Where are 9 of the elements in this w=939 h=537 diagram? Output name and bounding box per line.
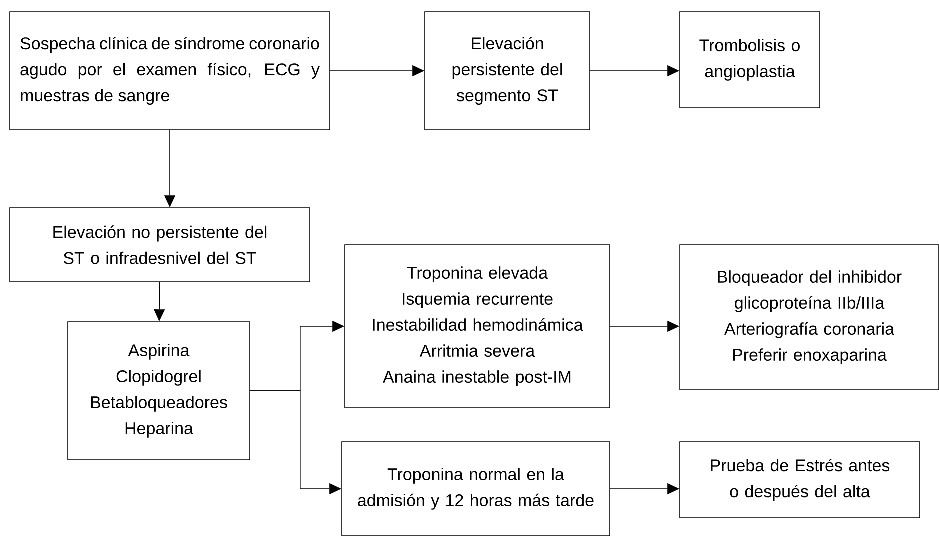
process-box: Elevación no persistente del ST o infradesnivel del ST — [10, 208, 310, 282]
process-box: Sospecha clínica de síndrome coronario agudo por el examen físico, ECG y muestras de sangre — [10, 12, 330, 130]
process-box: Bloqueador del inhibidor glicoproteína IIb/IIIa Arteriografía coronaria Preferir enoxaparina — [680, 244, 939, 390]
process-box: Trombolisis o angioplastia — [680, 12, 820, 108]
process-box: Prueba de Estrés antes o después del alta — [680, 442, 920, 518]
process-box: Troponina elevada Isquemia recurrente Inestabilidad hemodinámica Arritmia severa Anaina inestable post-IM — [344, 244, 610, 408]
process-box: Troponina normal en la admisión y 12 horas más tarde — [342, 442, 610, 536]
process-box: Elevación persistente del segmento ST — [424, 12, 590, 130]
process-box: Aspirina Clopidogrel Betabloqueadores Heparina — [68, 322, 250, 460]
